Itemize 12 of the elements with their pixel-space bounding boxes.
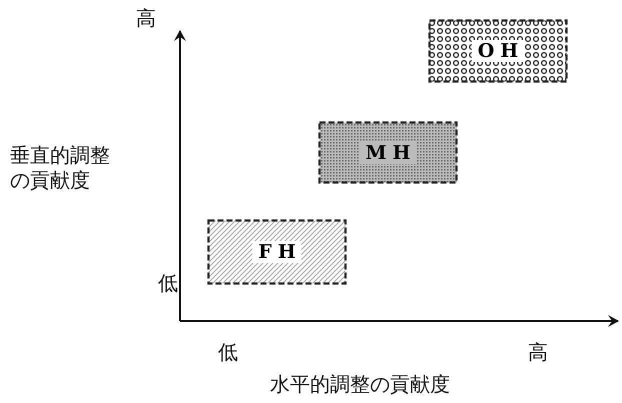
axis-end-label: 高 [528,340,548,365]
box-label: OH [472,40,524,62]
axis-end-label: 低 [158,271,178,296]
patterned-box [428,19,568,83]
axis-end-label: 低 [218,340,238,365]
axis-end-label: 高 [136,6,156,31]
patterned-box [318,121,458,184]
box-label: MH [360,142,416,164]
patterned-box [207,219,347,285]
box-label: FH [252,241,302,263]
axis-title: 水平的調整の貢献度 [270,372,450,397]
axis-title: 垂直的調整の貢献度 [10,143,110,193]
